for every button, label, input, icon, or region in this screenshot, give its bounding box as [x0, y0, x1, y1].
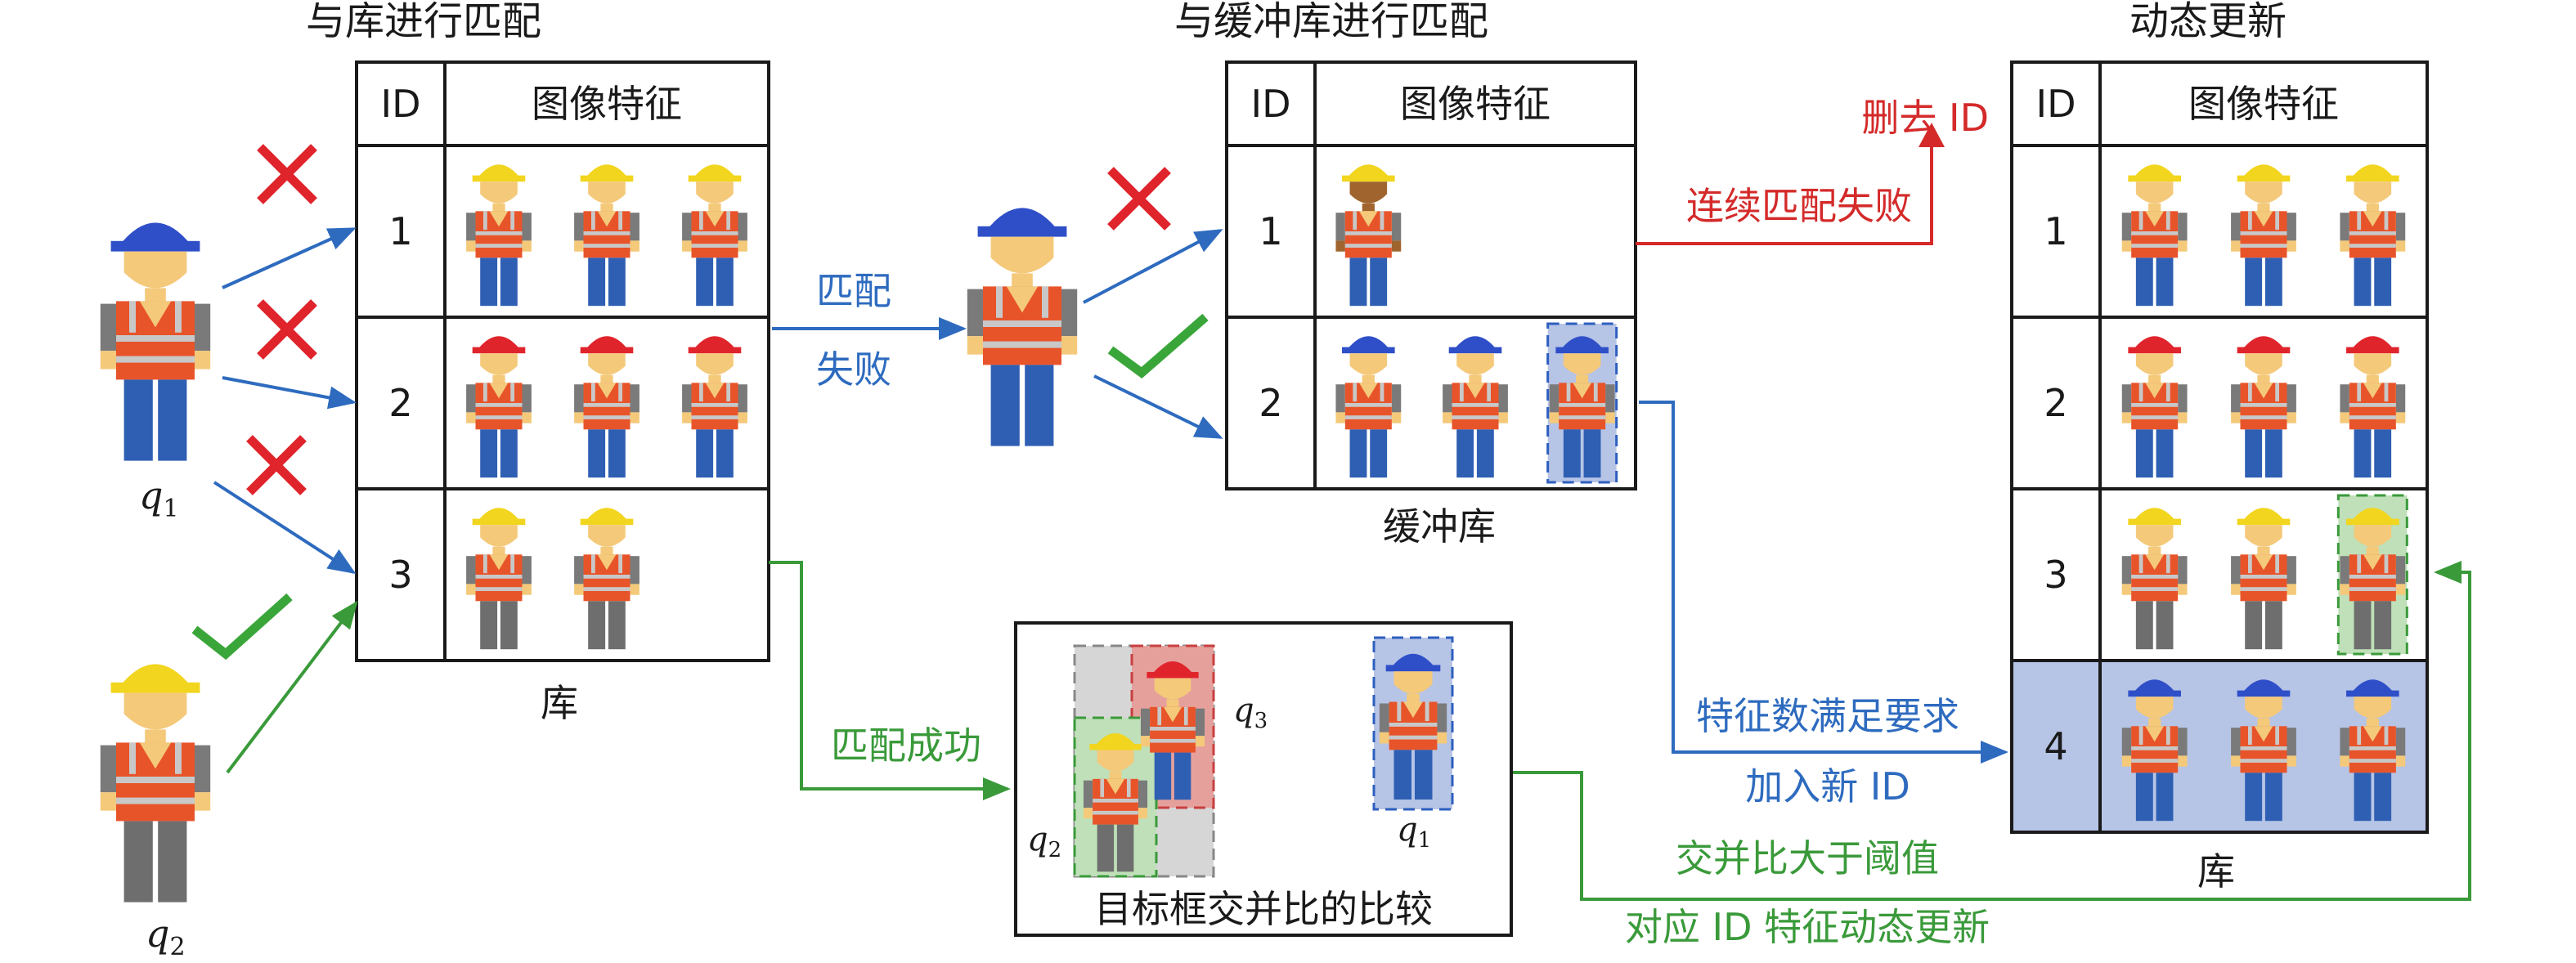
table-header-feature: 图像特征	[1400, 82, 1551, 126]
label-q1: q1	[139, 473, 179, 523]
table-worker-icon	[2121, 508, 2188, 650]
iou-worker-q2-icon	[1083, 733, 1148, 872]
table-worker-icon	[1443, 336, 1508, 478]
table-border	[2010, 60, 2429, 834]
library-table-right: ID 图像特征 1 2 3 4	[2010, 60, 2429, 834]
arrow-q1-to-row3	[213, 481, 357, 575]
title-dynamic-update: 动态更新	[2129, 0, 2287, 44]
worker-unmatched-figure	[967, 208, 1078, 446]
library-table-left: ID 图像特征 1 2 3	[355, 60, 770, 662]
table-header-id: ID	[381, 82, 421, 126]
table-worker-icon	[574, 508, 640, 650]
arrow-add-new-id	[1639, 401, 2008, 764]
table-row-id: 1	[388, 209, 412, 253]
label-delete-id: 删去 ID	[1861, 96, 1989, 140]
worker-q2-icon	[100, 664, 211, 903]
label-q2: q2	[146, 911, 186, 961]
worker-q1-icon	[100, 222, 211, 461]
table-worker-icon	[2231, 508, 2296, 650]
table-row-id: 2	[2044, 381, 2067, 425]
caption-library-left: 库	[541, 681, 578, 725]
table-row-id: 3	[2044, 553, 2067, 597]
table-row-id: 4	[2044, 724, 2067, 768]
table-header-id: ID	[2036, 82, 2076, 126]
arrow-mid-to-buffer2	[1093, 374, 1223, 439]
iou-worker-q1	[1379, 653, 1447, 800]
buffer-library-table: ID 图像特征 1 2	[1225, 60, 1637, 490]
arrow-q2-to-row3	[226, 600, 358, 774]
cross-icon	[1107, 167, 1171, 231]
table-worker-icon	[2121, 679, 2188, 822]
label-match-success: 匹配成功	[831, 723, 981, 768]
table-row-id: 2	[1259, 381, 1282, 425]
table-worker-icon	[2231, 164, 2296, 307]
table-border	[1225, 60, 1637, 490]
arrow-q1-to-row1	[222, 227, 357, 289]
table-worker-icon	[574, 336, 640, 478]
table-worker-icon	[2340, 336, 2406, 478]
check-icon	[1107, 313, 1209, 379]
arrow-match-success	[769, 561, 1011, 800]
label-consecutive-fail: 连续匹配失败	[1686, 184, 1912, 228]
table-row-id: 1	[1259, 209, 1282, 253]
table-worker-icon	[2121, 164, 2188, 307]
table-row-id: 1	[2044, 209, 2067, 253]
cross-icon	[246, 435, 307, 495]
table-header-feature: 图像特征	[532, 82, 682, 126]
label-iou-q1: q1	[1397, 811, 1431, 853]
label-iou-q2: q2	[1027, 821, 1061, 862]
table-header-id: ID	[1251, 82, 1291, 126]
table-worker-icon	[1335, 336, 1402, 478]
label-match-fail-2: 失败	[816, 347, 891, 392]
table-worker-icon	[2340, 679, 2406, 822]
table-row-id: 3	[388, 553, 412, 597]
title-match-library: 与库进行匹配	[306, 0, 541, 44]
worker-mid-icon	[967, 208, 1078, 446]
worker-q1-figure	[100, 222, 211, 461]
table-worker-icon	[466, 508, 532, 650]
label-iou-above: 交并比大于阈值	[1676, 836, 1939, 880]
table-worker-icon	[466, 164, 532, 307]
cross-icon	[257, 299, 317, 360]
table-worker-icon	[574, 164, 640, 307]
table-worker-icon	[2121, 336, 2188, 478]
label-bbox-compare: 目标框交并比的比较	[1094, 887, 1433, 931]
label-match-fail-1: 匹配	[816, 269, 891, 313]
table-worker-icon	[466, 336, 532, 478]
cross-icon	[257, 144, 317, 204]
iou-worker-q2	[1083, 733, 1148, 872]
arrow-q1-to-row2	[222, 376, 357, 410]
label-feature-update: 对应 ID 特征动态更新	[1625, 905, 1990, 949]
label-add-new-id: 加入新 ID	[1745, 764, 1910, 808]
table-worker-icon	[2231, 336, 2296, 478]
table-worker-icon	[682, 164, 747, 307]
title-match-buffer: 与缓冲库进行匹配	[1174, 0, 1488, 44]
table-worker-icon	[2231, 679, 2296, 822]
worker-q2-figure	[100, 664, 211, 903]
label-iou-q3: q3	[1233, 692, 1268, 733]
table-header-feature: 图像特征	[2188, 82, 2339, 126]
arrow-feature-update	[1511, 561, 2471, 901]
table-worker-icon	[1335, 164, 1402, 307]
iou-worker-q3-icon	[1140, 661, 1205, 800]
caption-buffer-library: 缓冲库	[1383, 504, 1496, 549]
iou-worker-q3	[1140, 661, 1205, 800]
table-worker-icon	[2340, 508, 2406, 650]
table-row-id: 2	[388, 381, 412, 425]
table-worker-icon	[682, 336, 747, 478]
arrow-head-up	[1919, 123, 1945, 147]
iou-worker-q1-icon	[1379, 653, 1447, 800]
table-border	[355, 60, 770, 662]
label-feature-count-ok: 特征数满足要求	[1696, 694, 1959, 738]
table-worker-icon	[1549, 336, 1615, 478]
arrow-consecutive-fail	[1636, 141, 1933, 245]
arrow-mid-to-buffer1	[1083, 229, 1223, 304]
check-icon	[191, 593, 293, 661]
caption-library-right: 库	[2197, 849, 2235, 894]
table-worker-icon	[2340, 164, 2406, 307]
